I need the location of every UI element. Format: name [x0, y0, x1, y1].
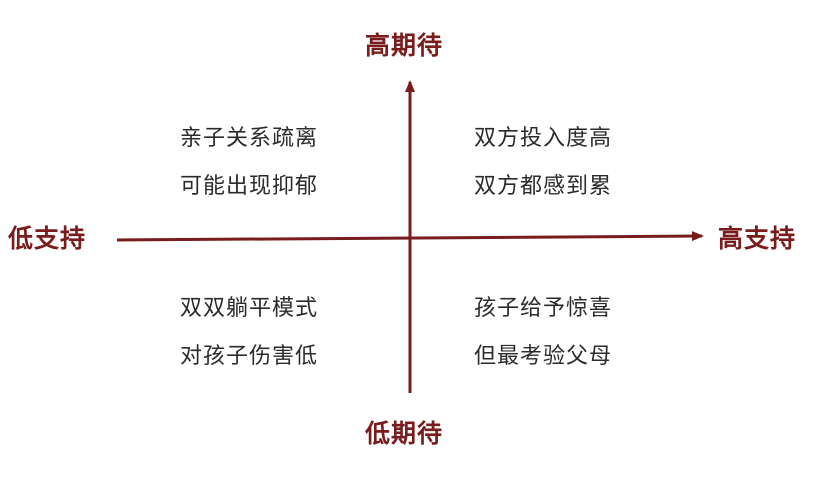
- quadrant-text: 可能出现抑郁: [180, 174, 319, 199]
- quadrant-text: 双方都感到累: [474, 174, 613, 199]
- quadrant-text: 双双躺平模式: [180, 296, 319, 321]
- quadrant-text: 亲子关系疏离: [180, 126, 319, 151]
- quadrant-top-right: 双方投入度高 双方都感到累: [474, 128, 612, 198]
- quadrant-bottom-left: 双双躺平模式 对孩子伤害低: [180, 298, 318, 368]
- quadrant-bottom-right: 孩子给予惊喜 但最考验父母: [474, 298, 612, 368]
- axis-label-low-support: 低支持: [8, 224, 87, 253]
- quadrant-text: 但最考验父母: [474, 344, 613, 369]
- axis-label-high-support: 高支持: [718, 224, 797, 253]
- axis-label-high-expectation: 高期待: [365, 31, 444, 60]
- quadrant-text: 对孩子伤害低: [180, 344, 319, 369]
- quadrant-text: 双方投入度高: [474, 126, 613, 151]
- quadrant-text: 孩子给予惊喜: [474, 296, 613, 321]
- quadrant-top-left: 亲子关系疏离 可能出现抑郁: [180, 128, 318, 198]
- axis-label-low-expectation: 低期待: [365, 419, 444, 448]
